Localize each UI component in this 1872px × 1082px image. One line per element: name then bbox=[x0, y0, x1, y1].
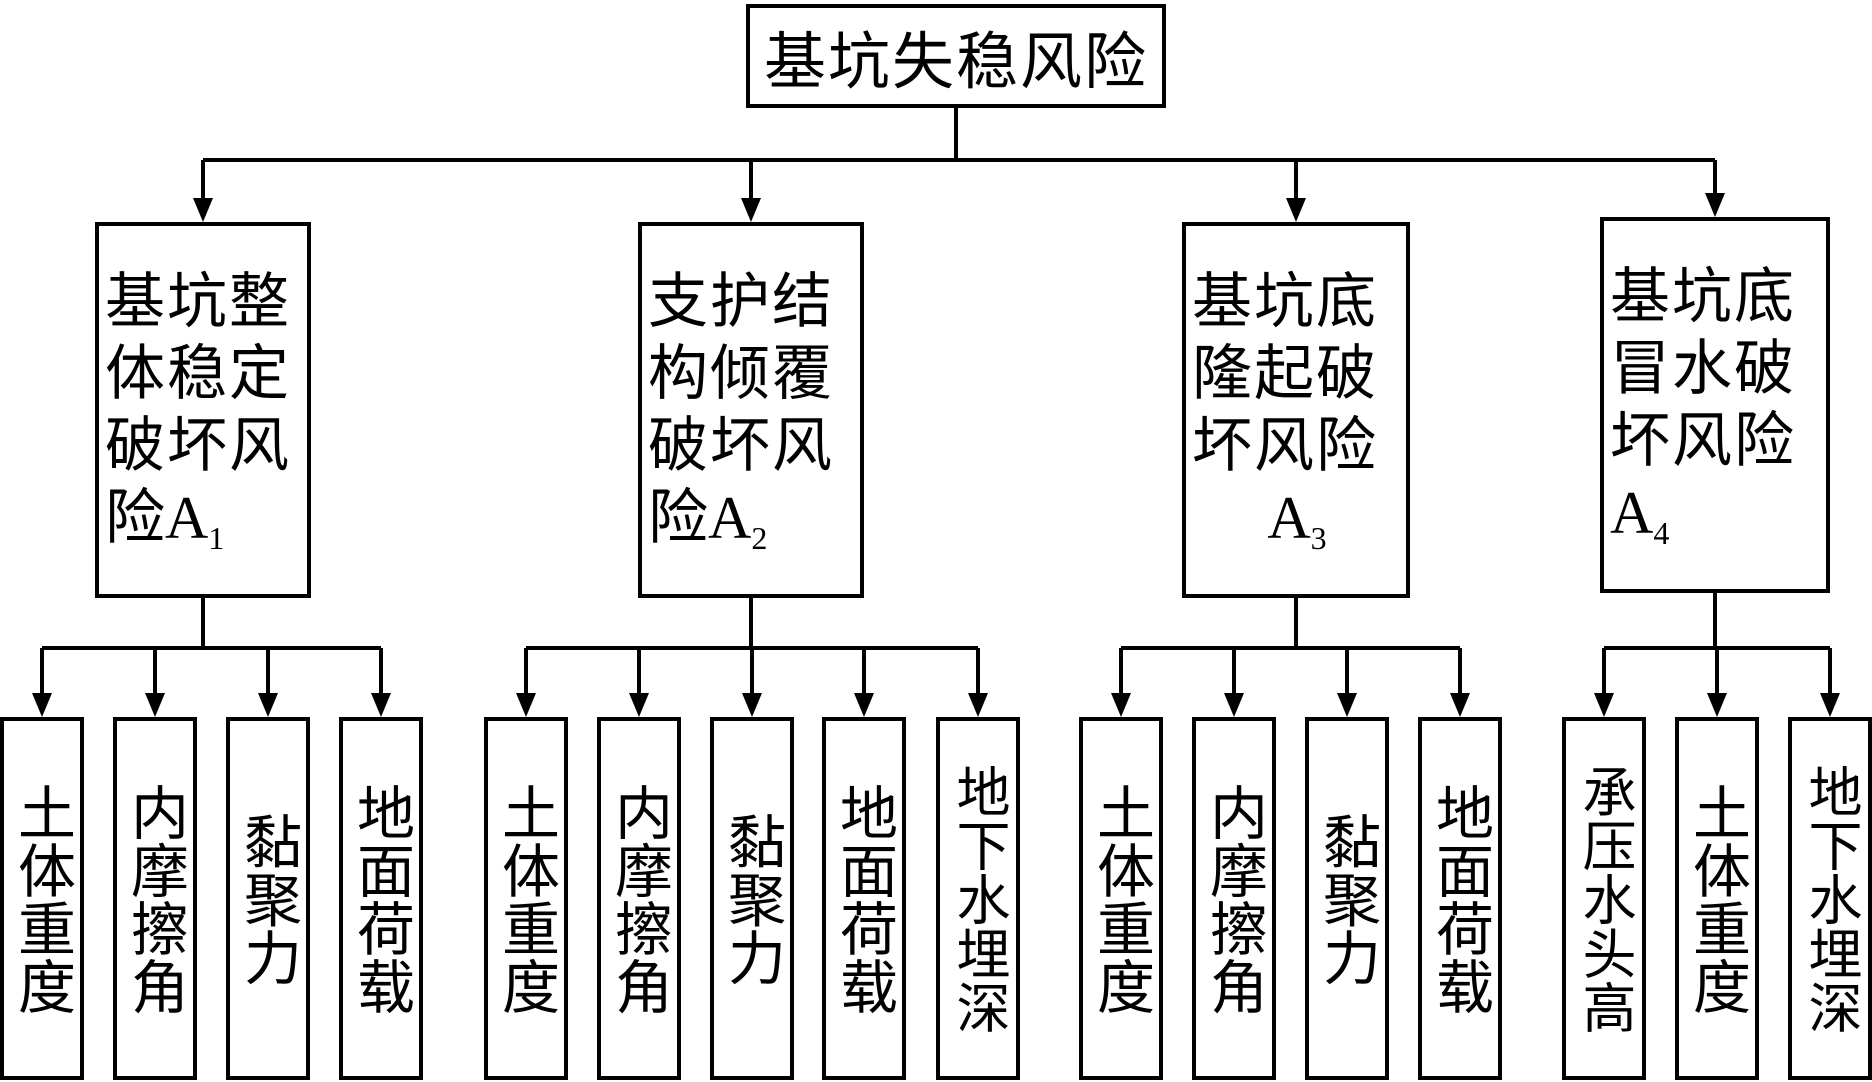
indicator-label: 土体重度 bbox=[1683, 782, 1751, 1015]
category-code-letter: A bbox=[1610, 480, 1654, 546]
indicator-label: 地面荷载 bbox=[347, 782, 415, 1015]
indicator-node: 黏聚力 bbox=[226, 717, 310, 1080]
root-to-category-1-arrowhead bbox=[193, 198, 213, 222]
indicator-node: 内摩擦角 bbox=[113, 717, 197, 1080]
category-code-prefix: 险 bbox=[648, 483, 708, 553]
category-code: 险A2 bbox=[648, 482, 856, 574]
root-to-category-2-arrowhead bbox=[741, 198, 761, 222]
category-4-to-indicator-3-arrowhead bbox=[1820, 693, 1840, 717]
category-2-to-indicator-2-arrowhead bbox=[629, 693, 649, 717]
root-label: 基坑失稳风险 bbox=[763, 25, 1148, 98]
root-to-category-3-arrowhead bbox=[1286, 198, 1306, 222]
indicator-node: 地面荷载 bbox=[822, 717, 906, 1080]
indicator-node: 地面荷载 bbox=[339, 717, 423, 1080]
indicator-label: 地面荷载 bbox=[830, 782, 898, 1015]
category-1-to-indicator-1-arrowhead bbox=[32, 693, 52, 717]
category-4-to-indicator-2-arrowhead bbox=[1707, 693, 1727, 717]
indicator-label: 内摩擦角 bbox=[605, 782, 673, 1015]
category-2-to-indicator-1-arrowhead bbox=[516, 693, 536, 717]
indicator-label: 土体重度 bbox=[492, 782, 560, 1015]
category-2-to-indicator-5-arrowhead bbox=[968, 693, 988, 717]
category-label-line: 体稳定 bbox=[105, 339, 291, 409]
category-1-to-indicator-3-arrowhead bbox=[258, 693, 278, 717]
category-label-line: 坏风险 bbox=[1610, 406, 1796, 476]
indicator-label: 土体重度 bbox=[1087, 782, 1155, 1015]
category-code: A4 bbox=[1610, 477, 1822, 569]
indicator-node: 土体重度 bbox=[484, 717, 568, 1080]
category-code-letter: A bbox=[1267, 485, 1311, 551]
category-code-subscript: 2 bbox=[751, 520, 768, 557]
indicator-node: 地下水埋深 bbox=[1788, 717, 1872, 1080]
indicator-node: 内摩擦角 bbox=[597, 717, 681, 1080]
category-2-to-indicator-3-arrowhead bbox=[742, 693, 762, 717]
category-code-subscript: 1 bbox=[208, 520, 225, 557]
indicator-node: 地下水埋深 bbox=[936, 717, 1020, 1080]
category-label-line: 基坑底 bbox=[1192, 267, 1378, 337]
category-4-to-indicator-1-arrowhead bbox=[1594, 693, 1614, 717]
category-code-subscript: 3 bbox=[1310, 520, 1327, 557]
category-3-to-indicator-1-arrowhead bbox=[1111, 693, 1131, 717]
category-code: 险A1 bbox=[105, 482, 303, 574]
category-label-line: 破坏风 bbox=[648, 411, 834, 481]
indicator-label: 黏聚力 bbox=[234, 811, 302, 986]
root-to-category-4-arrowhead bbox=[1705, 193, 1725, 217]
indicator-label: 地面荷载 bbox=[1426, 782, 1494, 1015]
indicator-node: 土体重度 bbox=[0, 717, 84, 1080]
category-2-to-indicator-4-arrowhead bbox=[854, 693, 874, 717]
category-label-line: 坏风险 bbox=[1192, 411, 1378, 481]
category-label-line: 构倾覆 bbox=[648, 339, 834, 409]
indicator-node: 黏聚力 bbox=[710, 717, 794, 1080]
category-1-to-indicator-4-arrowhead bbox=[371, 693, 391, 717]
indicator-node: 承压水头高 bbox=[1562, 717, 1646, 1080]
category-label-line: 冒水破 bbox=[1610, 334, 1796, 404]
indicator-label: 黏聚力 bbox=[1313, 811, 1381, 986]
indicator-label: 内摩擦角 bbox=[1200, 782, 1268, 1015]
category-label-line: 基坑整 bbox=[105, 267, 291, 337]
indicator-node: 地面荷载 bbox=[1418, 717, 1502, 1080]
indicator-node: 黏聚力 bbox=[1305, 717, 1389, 1080]
category-code-prefix: 险 bbox=[105, 483, 165, 553]
category-3-to-indicator-2-arrowhead bbox=[1224, 693, 1244, 717]
category-node-1: 基坑整体稳定破坏风险A1 bbox=[95, 222, 311, 598]
category-label-line: 基坑底 bbox=[1610, 262, 1796, 332]
indicator-node: 内摩擦角 bbox=[1192, 717, 1276, 1080]
category-code: A3 bbox=[1192, 482, 1402, 574]
indicator-label: 承压水头高 bbox=[1573, 763, 1636, 1034]
category-node-2: 支护结构倾覆破坏风险A2 bbox=[638, 222, 864, 598]
category-3-to-indicator-3-arrowhead bbox=[1337, 693, 1357, 717]
root-node: 基坑失稳风险 bbox=[746, 4, 1166, 108]
category-1-to-indicator-2-arrowhead bbox=[145, 693, 165, 717]
category-code-letter: A bbox=[708, 485, 752, 551]
category-label-line: 支护结 bbox=[648, 267, 834, 337]
category-3-to-indicator-4-arrowhead bbox=[1450, 693, 1470, 717]
indicator-node: 土体重度 bbox=[1675, 717, 1759, 1080]
category-code-subscript: 4 bbox=[1653, 515, 1670, 552]
indicator-label: 黏聚力 bbox=[718, 811, 786, 986]
indicator-label: 地下水埋深 bbox=[1799, 763, 1862, 1034]
indicator-label: 土体重度 bbox=[8, 782, 76, 1015]
category-label-line: 隆起破 bbox=[1192, 339, 1378, 409]
category-label-line: 破坏风 bbox=[105, 411, 291, 481]
indicator-label: 内摩擦角 bbox=[121, 782, 189, 1015]
category-code-letter: A bbox=[165, 485, 209, 551]
indicator-node: 土体重度 bbox=[1079, 717, 1163, 1080]
indicator-label: 地下水埋深 bbox=[947, 763, 1010, 1034]
